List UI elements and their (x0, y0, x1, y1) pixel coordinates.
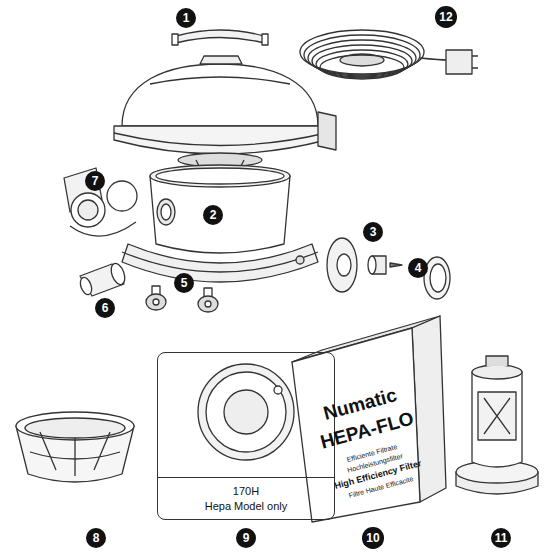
hose-cuff (78, 262, 127, 297)
tank (150, 165, 290, 187)
vacuum-motor (472, 365, 522, 379)
motor-head (114, 56, 336, 168)
callout-number: 11 (495, 532, 508, 544)
filter-box (292, 316, 446, 522)
inlet-cover (107, 181, 137, 211)
part-panel: 170HHepa Model only (157, 352, 335, 520)
callout-number: 12 (439, 11, 452, 23)
callout-number: 1 (183, 12, 190, 24)
dirt-basket (16, 412, 134, 482)
callout-number: 5 (181, 277, 188, 289)
motor-head (114, 133, 326, 146)
motor-head (150, 77, 290, 84)
cable-coil (420, 58, 448, 60)
castor-wheels (205, 301, 211, 307)
cable-coil (472, 56, 478, 68)
vacuum-motor (472, 372, 522, 467)
tank (157, 199, 175, 225)
callout-number: 9 (236, 528, 256, 548)
hepa-filter (206, 372, 286, 452)
panel-caption: 170HHepa Model only (158, 477, 334, 519)
socket-plate (390, 263, 402, 267)
callout-number: 4 (415, 262, 422, 274)
dirt-basket (16, 412, 134, 440)
callout-number: 7 (92, 175, 99, 187)
filter-box (292, 328, 420, 522)
tank (296, 256, 304, 264)
callout-number: 3 (370, 226, 377, 238)
callout-number: 12 (435, 6, 456, 27)
callout-number: 1 (176, 8, 196, 28)
inlet-cover (70, 222, 136, 236)
tank (156, 168, 284, 184)
vacuum-motor (478, 392, 516, 440)
callout-number: 9 (243, 532, 250, 544)
castor-wheels (153, 299, 159, 305)
dirt-basket (25, 418, 125, 438)
castor-wheels (198, 296, 218, 312)
tank (122, 244, 318, 282)
socket-plate (337, 254, 351, 276)
callout-number: 2 (203, 205, 223, 225)
caption-text: 170H (233, 484, 259, 498)
hepa-filter (198, 364, 294, 460)
callout-number: 10 (362, 527, 383, 548)
vacuum-motor (486, 356, 508, 366)
cable-coil (300, 30, 478, 79)
inlet-cover (71, 193, 105, 227)
callout-number: 4 (408, 258, 428, 278)
handle-ring (262, 34, 268, 45)
hose-cuff (78, 276, 94, 296)
socket-plate (327, 238, 357, 292)
badge-disc (424, 257, 450, 299)
caption-text: Hepa Model only (205, 499, 288, 513)
hepa-filter (224, 390, 268, 434)
callout-number: 5 (174, 273, 194, 293)
vacuum-motor (456, 356, 538, 494)
callout-number: 2 (210, 209, 217, 221)
dirt-basket (30, 432, 120, 476)
badge-disc (430, 264, 446, 292)
callout-number: 3 (363, 222, 383, 242)
socket-plate (368, 256, 376, 274)
callout-number: 8 (93, 532, 100, 544)
handle-ring (172, 34, 178, 45)
callout-number: 11 (491, 528, 512, 549)
inlet-cover (78, 200, 98, 220)
callout-number: 10 (366, 532, 379, 544)
callout-number: 8 (86, 528, 106, 548)
hepa-filter (198, 364, 294, 460)
cable-coil (300, 30, 424, 74)
callout-number: 6 (95, 298, 115, 318)
motor-head (122, 64, 318, 126)
handle-ring (176, 30, 264, 43)
tank (161, 204, 171, 220)
tank (122, 252, 318, 272)
tank (122, 165, 318, 282)
inlet-cover (64, 168, 137, 236)
cable-coil (446, 50, 472, 74)
castor-wheels (146, 294, 166, 310)
callout-number: 7 (85, 171, 105, 191)
socket-plate (327, 238, 402, 292)
motor-head (114, 126, 326, 154)
motor-head (318, 112, 336, 150)
hepa-filter (274, 386, 282, 394)
hose-cuff (109, 262, 128, 287)
callout-number: 6 (102, 302, 109, 314)
motor-head (200, 56, 242, 64)
handle-ring (172, 30, 268, 45)
badge-disc (424, 257, 450, 299)
vacuum-motor (484, 398, 510, 434)
